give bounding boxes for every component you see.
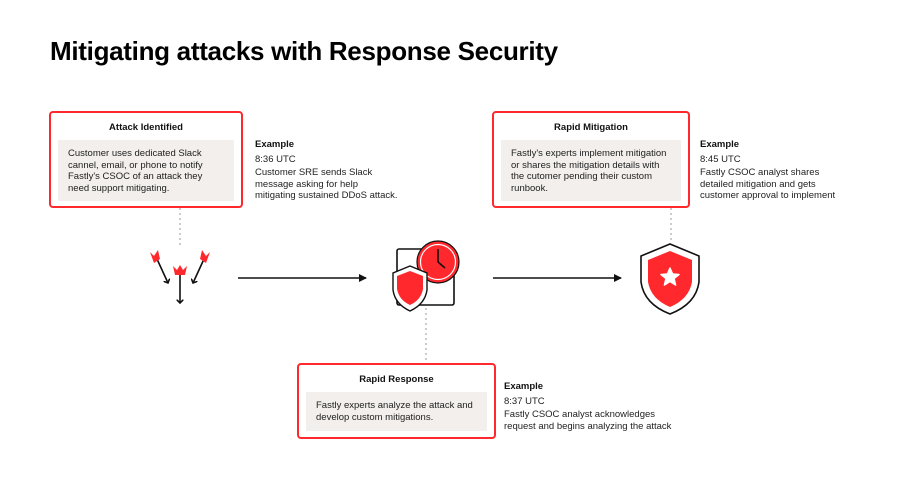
step-card-rapid-mitigation: Rapid Mitigation Fastly's experts implem…: [492, 111, 690, 208]
example-text: Fastly CSOC analyst acknowledges request…: [504, 409, 672, 432]
example-time: 8:37 UTC: [504, 395, 545, 407]
example-label: Example: [700, 139, 740, 150]
step-title: Rapid Mitigation: [554, 122, 628, 133]
step-card-attack-identified: Attack Identified Customer uses dedicate…: [49, 111, 243, 208]
example-label: Example: [255, 139, 295, 150]
step-card-rapid-response: Rapid Response Fastly experts analyze th…: [297, 363, 496, 439]
step-description-text: Fastly experts analyze the attack and de…: [316, 400, 473, 423]
step-title: Rapid Response: [359, 374, 434, 385]
example-time: 8:36 UTC: [255, 153, 296, 165]
example-rapid-mitigation: Example 8:45 UTC Fastly CSOC analyst sha…: [700, 139, 835, 202]
arrows-icon: [150, 250, 210, 303]
example-text: Customer SRE sends Slack message asking …: [255, 167, 398, 201]
example-attack-identified: Example 8:36 UTC Customer SRE sends Slac…: [255, 139, 398, 202]
example-label: Example: [504, 381, 544, 392]
step-description-text: Fastly's experts implement mitigation or…: [511, 148, 667, 194]
step-description: Fastly's experts implement mitigation or…: [501, 140, 681, 201]
page-title: Mitigating attacks with Response Securit…: [50, 36, 558, 66]
step-description: Customer uses dedicated Slack cannel, em…: [58, 140, 234, 201]
example-text: Fastly CSOC analyst shares detailed miti…: [700, 167, 836, 201]
step-description-text: Customer uses dedicated Slack cannel, em…: [68, 148, 203, 194]
shield-star-icon: [640, 243, 700, 315]
shield-clock-icon: [392, 240, 460, 312]
example-rapid-response: Example 8:37 UTC Fastly CSOC analyst ack…: [504, 381, 671, 432]
step-title: Attack Identified: [109, 122, 183, 133]
step-description: Fastly experts analyze the attack and de…: [306, 392, 487, 431]
example-time: 8:45 UTC: [700, 153, 741, 165]
